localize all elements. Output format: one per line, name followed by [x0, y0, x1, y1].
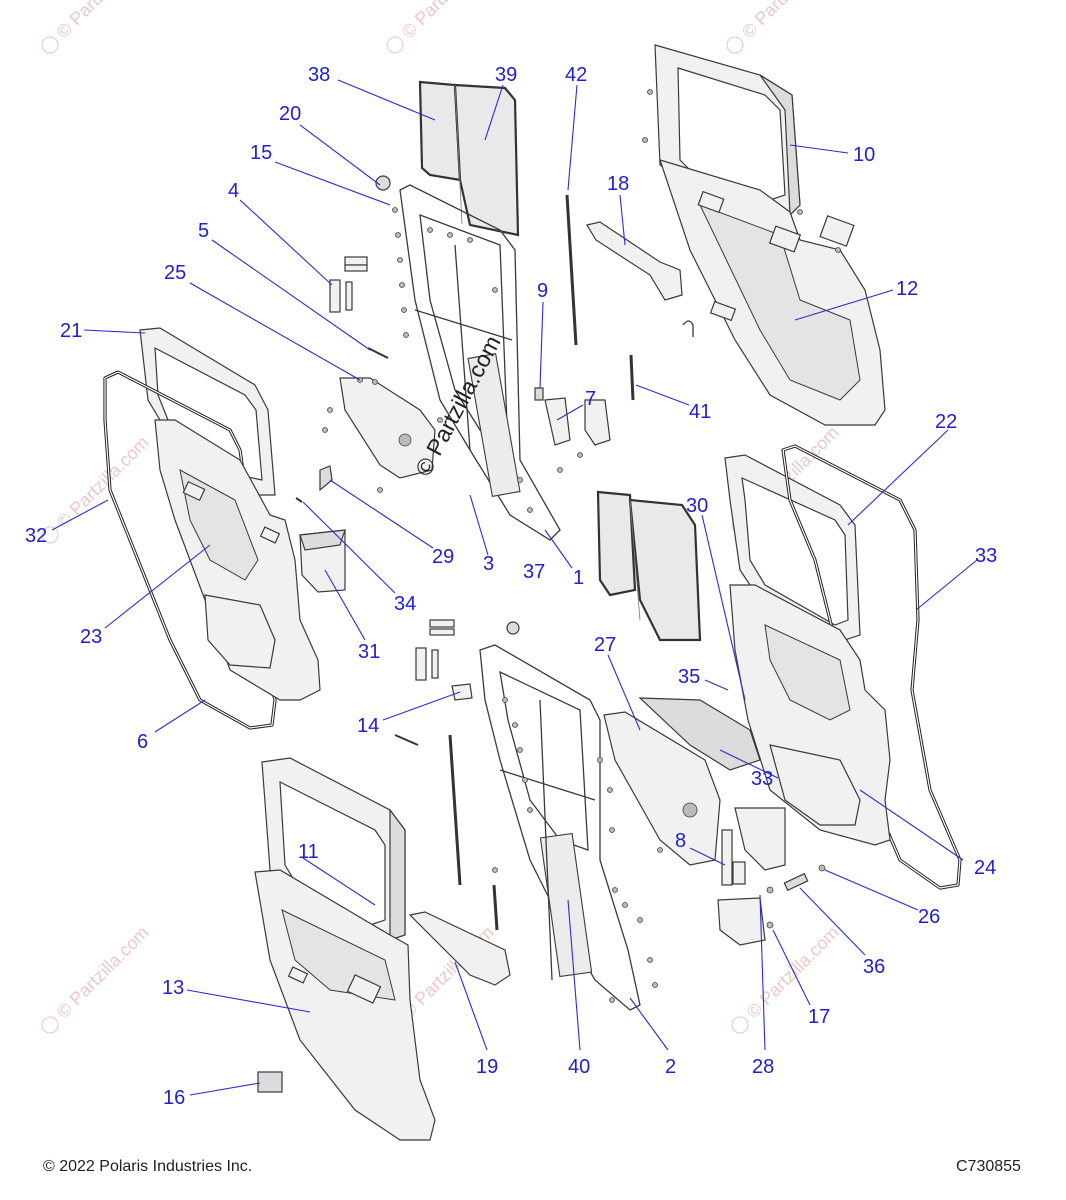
rod-42 — [565, 194, 578, 346]
watermark-stamp: © Partzilla.com — [53, 0, 153, 42]
callout-13: 13 — [162, 977, 184, 999]
callout-25: 25 — [164, 262, 186, 284]
lower-door-frame-2 — [479, 644, 641, 1011]
callout-6: 6 — [137, 731, 148, 753]
callout-41: 41 — [689, 401, 711, 423]
handle-16 — [257, 1071, 283, 1093]
callout-18: 18 — [607, 173, 629, 195]
latch-hardware-lower — [717, 807, 826, 946]
door-seal-32-6 — [103, 370, 277, 730]
callout-37: 37 — [523, 561, 545, 583]
callout-38: 38 — [308, 64, 330, 86]
callout-42: 42 — [565, 64, 587, 86]
callout-15: 15 — [250, 142, 272, 164]
grommet-37 — [506, 621, 520, 635]
rod-lower-left — [448, 734, 462, 886]
callout-27: 27 — [594, 634, 616, 656]
watermark-stamp: © Partzilla.com — [398, 0, 498, 42]
callout-17: 17 — [808, 1006, 830, 1028]
callout-34: 34 — [394, 593, 416, 615]
callout-30: 30 — [686, 495, 708, 517]
latch-29 — [319, 465, 333, 492]
callout-10: 10 — [853, 144, 875, 166]
callout-1: 1 — [573, 567, 584, 589]
callout-29: 29 — [432, 546, 454, 568]
callout-36: 36 — [863, 956, 885, 978]
callout-39: 39 — [495, 64, 517, 86]
watermark-stamp: © Partzilla.com — [53, 432, 153, 532]
callout-8: 8 — [675, 830, 686, 852]
callout-33-lower: 33 — [751, 768, 773, 790]
rear-glass-panels — [596, 490, 702, 642]
callout-12: 12 — [896, 278, 918, 300]
callout-11: 11 — [298, 841, 319, 863]
pocket-31 — [299, 529, 346, 593]
strip-19 — [408, 911, 511, 986]
callouts: 38 39 42 20 15 10 18 4 12 5 9 25 21 7 41… — [25, 64, 997, 1109]
fasteners — [322, 89, 841, 1003]
callout-24: 24 — [974, 857, 996, 879]
callout-2: 2 — [665, 1056, 676, 1078]
callout-14: 14 — [357, 715, 379, 737]
callout-31: 31 — [358, 641, 380, 663]
callout-23: 23 — [80, 626, 102, 648]
callout-7: 7 — [585, 388, 596, 410]
rear-door-seal-33 — [781, 444, 962, 890]
callout-35: 35 — [678, 666, 700, 688]
callout-3: 3 — [483, 553, 494, 575]
lower-trim-panel-13 — [254, 869, 436, 1141]
callout-28: 28 — [752, 1056, 774, 1078]
small-hardware-mid — [394, 619, 473, 746]
callout-32: 32 — [25, 525, 47, 547]
glass-panels-38-39 — [418, 80, 520, 237]
upper-door-frame-1 — [399, 184, 561, 541]
rod-lower-mid — [492, 884, 499, 931]
rod-41 — [629, 354, 635, 401]
callout-16: 16 — [163, 1087, 185, 1109]
callout-19: 19 — [476, 1056, 498, 1078]
callout-4: 4 — [228, 180, 239, 202]
watermark-stamp: © Partzilla.com — [738, 0, 838, 42]
watermark-stamp: © Partzilla.com — [53, 922, 153, 1022]
callout-33: 33 — [975, 545, 997, 567]
pin-34 — [295, 497, 303, 503]
leader-lines — [51, 79, 978, 1096]
small-hardware-top — [329, 175, 611, 446]
callout-9: 9 — [537, 280, 548, 302]
lower-trim-panel-12 — [659, 159, 886, 426]
lower-trim-panel-23 — [154, 419, 321, 701]
bracket-18 — [586, 221, 694, 337]
callout-26: 26 — [918, 906, 940, 928]
drawing-number: C730855 — [956, 1158, 1021, 1175]
bracket-33 — [638, 697, 761, 771]
callout-21: 21 — [60, 320, 82, 342]
callout-5: 5 — [198, 220, 209, 242]
copyright-notice: © 2022 Polaris Industries Inc. — [43, 1158, 253, 1175]
callout-22: 22 — [935, 411, 957, 433]
callout-20: 20 — [279, 103, 301, 125]
hinge-plate-25 — [339, 377, 436, 479]
rear-lower-trim-24 — [729, 584, 891, 846]
callout-40: 40 — [568, 1056, 590, 1078]
